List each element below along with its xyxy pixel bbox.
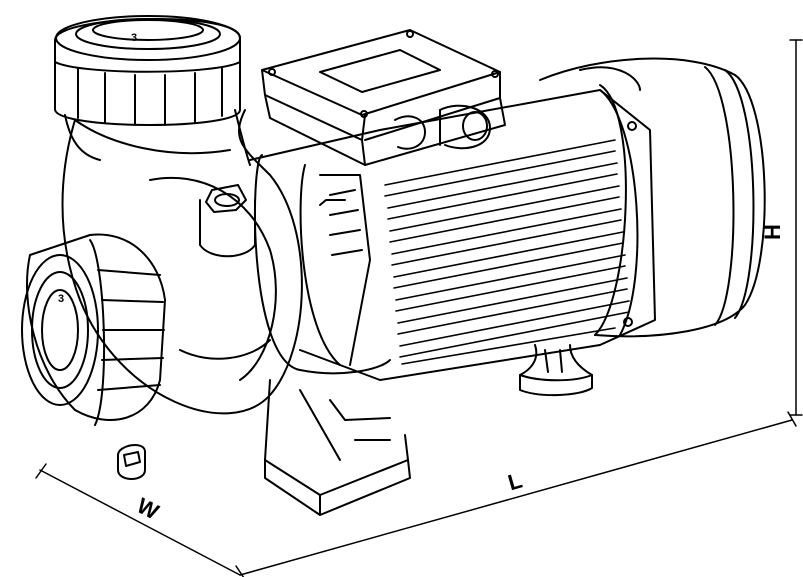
height-label: H: [760, 224, 785, 240]
height-dimension-line: [789, 39, 803, 416]
outlet-union-nut: [54, 15, 241, 126]
length-label: L: [505, 468, 525, 496]
motor-flange: [253, 154, 391, 375]
cable-glands: [394, 104, 491, 150]
cooling-fins: [384, 139, 630, 365]
width-label: W: [133, 493, 163, 525]
inlet-union-nut: [21, 233, 166, 426]
priming-plug: [199, 184, 256, 258]
motor-fan-cover: [539, 57, 766, 338]
pump-pedestal-foot: [264, 379, 411, 516]
drain-plug: [117, 444, 146, 480]
outlet-port-mark: 3: [131, 32, 137, 44]
motor-foot: [519, 344, 593, 397]
inlet-port-mark: 3: [58, 293, 64, 305]
motor-body: [249, 89, 656, 381]
terminal-box: [261, 29, 506, 166]
length-dimension-line: [235, 411, 797, 577]
width-dimension-line: [35, 463, 241, 576]
outlet-neck: [64, 109, 251, 166]
